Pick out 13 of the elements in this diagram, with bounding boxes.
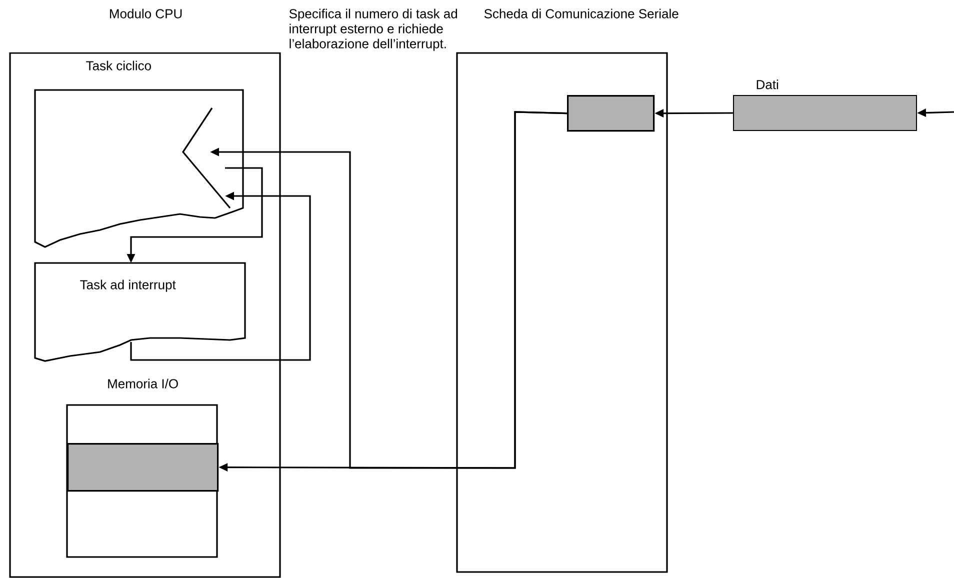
task-box: Task ad interrupt: [34, 262, 246, 362]
node-label: Memoria I/O: [108, 378, 178, 388]
memory-row: [67, 443, 219, 492]
node-label: Dati: [756, 80, 778, 90]
memory-table: Memoria I/O: [66, 378, 218, 558]
note-text: Specifica il numero di task ad interrupt esterno e richiede l’elaborazione dell’interrupt.: [289, 8, 458, 51]
task-box: Task ciclico: [34, 60, 244, 248]
node-label: Task ciclico: [86, 60, 151, 70]
data-bar: Dati: [733, 80, 917, 131]
node-label: Scheda di Comunicazione Seriale: [484, 8, 678, 18]
board-box: Scheda di Comunicazione Seriale: [456, 8, 678, 573]
buffer-bar: [567, 95, 655, 132]
node-label: Modulo CPU: [110, 8, 182, 18]
